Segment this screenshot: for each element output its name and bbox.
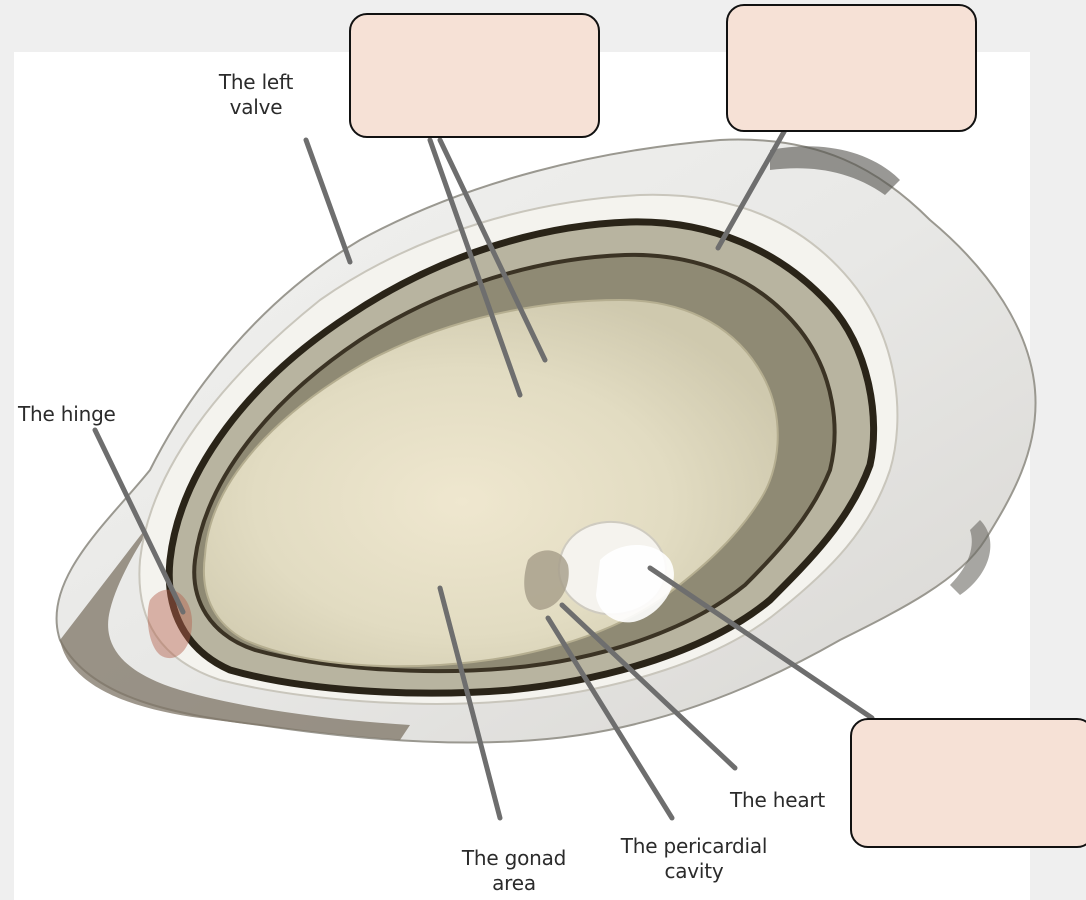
label-left-valve: The left valve <box>214 70 298 120</box>
answer-box-top-right[interactable] <box>726 4 977 132</box>
answer-box-bottom-right[interactable] <box>850 718 1086 848</box>
label-hinge: The hinge <box>18 402 142 427</box>
label-heart: The heart <box>730 788 850 813</box>
answer-box-top-left[interactable] <box>349 13 600 138</box>
label-pericardial-cavity: The pericardial cavity <box>594 834 794 884</box>
pointer-left-valve <box>306 140 350 262</box>
label-gonad-area: The gonad area <box>444 846 584 896</box>
